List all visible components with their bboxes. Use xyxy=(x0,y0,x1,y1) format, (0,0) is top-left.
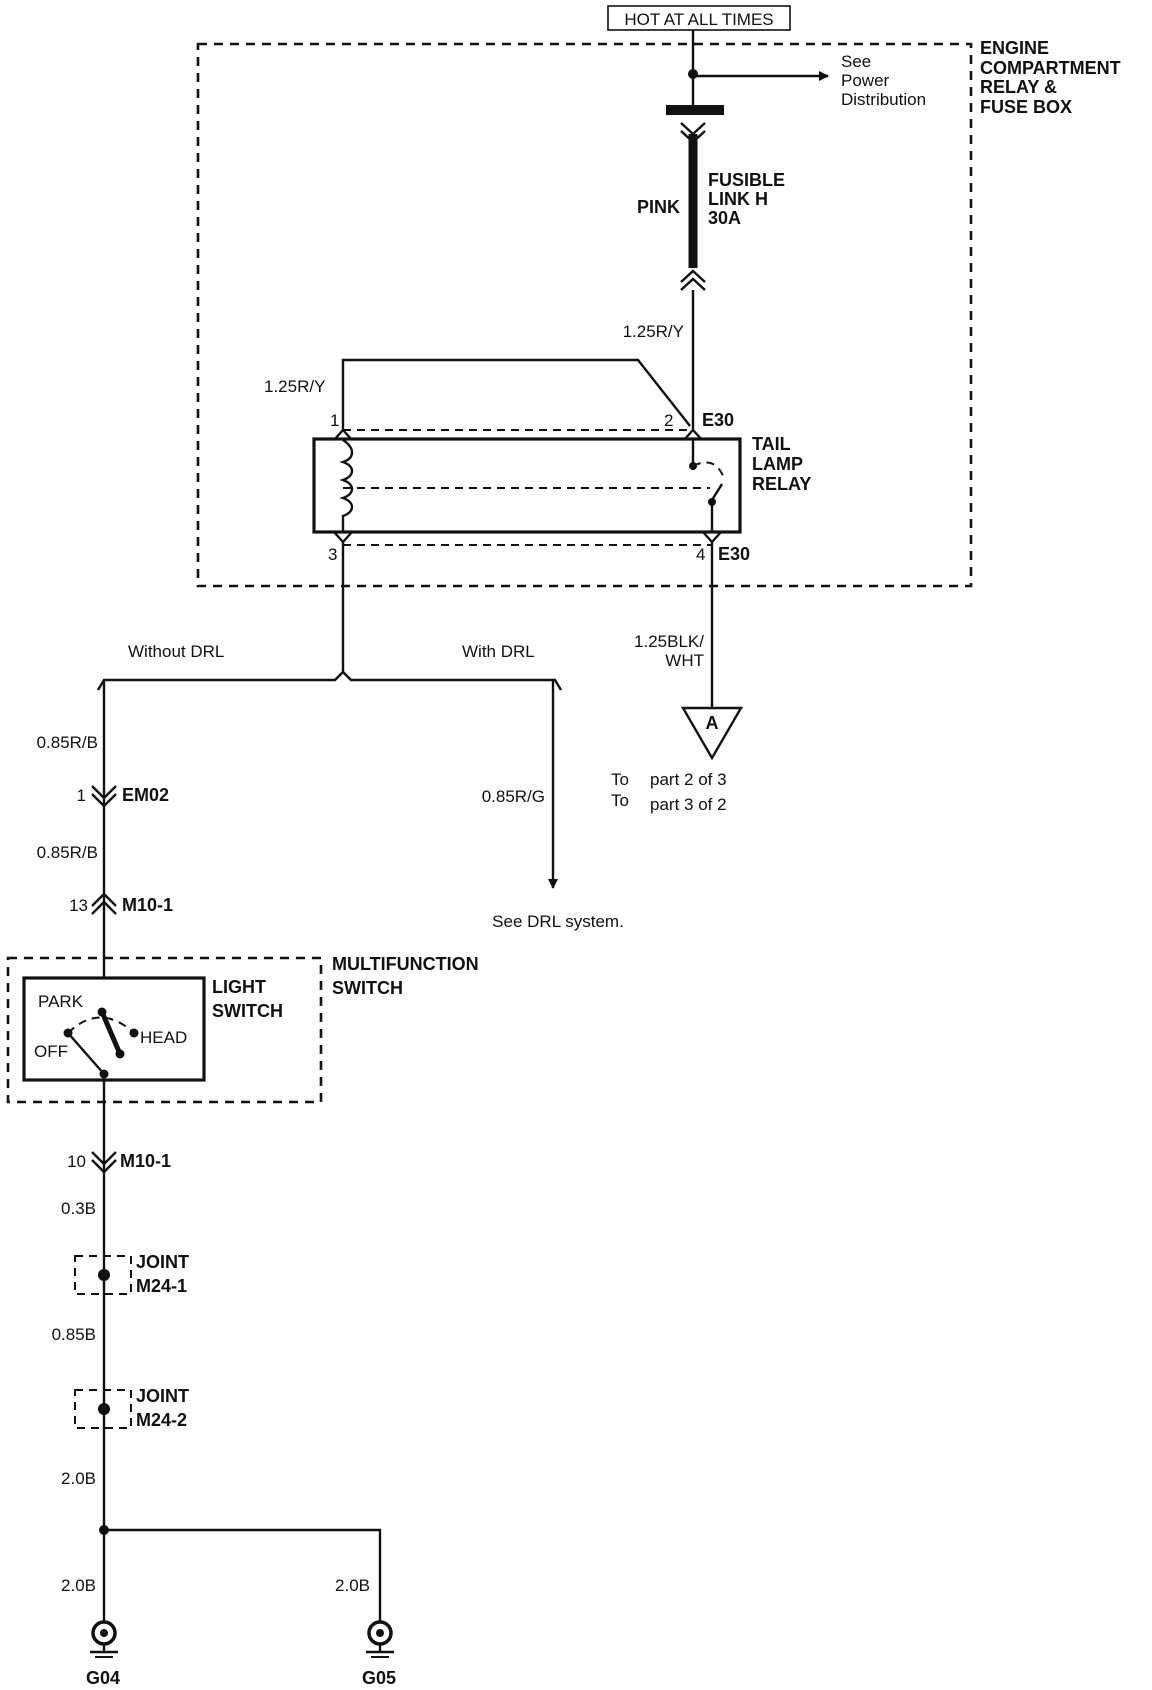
offpage-part-1: part 2 of 3 xyxy=(650,770,727,789)
fuse-bottom-connector xyxy=(680,269,706,291)
em02-label: EM02 xyxy=(122,785,169,805)
joint-m24-2-dot xyxy=(98,1403,110,1415)
power-junction-dot xyxy=(688,69,698,79)
wire-label-125blk-1: 1.25BLK/ xyxy=(634,632,704,651)
joint-m24-1-label-2: M24-1 xyxy=(136,1276,187,1296)
relay-pin-1: 1 xyxy=(330,411,339,430)
relay-conn-bot: E30 xyxy=(718,544,750,564)
ls-label-1: LIGHT xyxy=(212,977,266,997)
joint-m24-1-label-1: JOINT xyxy=(136,1252,189,1272)
wire-label-085rb-b: 0.85R/B xyxy=(37,843,98,862)
wire-label-03b: 0.3B xyxy=(61,1199,96,1218)
switch-blade xyxy=(99,1011,123,1055)
relay-label-3: RELAY xyxy=(752,474,811,494)
relay-pin1-connector xyxy=(333,428,353,441)
joint-m24-1-dot xyxy=(98,1269,110,1281)
multifunction-switch-boundary xyxy=(6,956,323,1104)
tail-lamp-relay xyxy=(312,437,742,534)
wire-label-085rg: 0.85R/G xyxy=(482,787,545,806)
wire-label-085rb-a: 0.85R/B xyxy=(37,733,98,752)
mf-label-1: MULTIFUNCTION xyxy=(332,954,479,974)
ground-g04-symbol xyxy=(90,1620,118,1658)
em02-pin: 1 xyxy=(77,786,86,805)
fuse-label-3: 30A xyxy=(708,208,741,228)
relay-pin2-connector xyxy=(683,428,703,441)
wire-label-085b: 0.85B xyxy=(52,1325,96,1344)
relay-contact-arm xyxy=(710,483,724,501)
offpage-letter: A xyxy=(706,713,719,733)
offpage-to-2: To xyxy=(611,791,629,810)
power-see: See xyxy=(841,52,871,71)
ls-label-2: SWITCH xyxy=(212,1001,283,1021)
em02-connector xyxy=(91,785,117,808)
ground-g05-symbol xyxy=(366,1620,394,1658)
fuse-color: PINK xyxy=(637,197,680,217)
wire-label-125ry-b: 1.25R/Y xyxy=(264,377,325,396)
joint-m24-1-box xyxy=(74,1255,132,1295)
relay-coil xyxy=(339,439,354,532)
fuse-box-label-3: RELAY & xyxy=(980,77,1057,97)
relay-label-1: TAIL xyxy=(752,434,791,454)
m101-connector-a xyxy=(91,892,117,915)
hot-label: HOT AT ALL TIMES xyxy=(624,10,773,29)
fuse-label-2: LINK H xyxy=(708,189,768,209)
power-power: Power xyxy=(841,71,890,90)
switch-head: HEAD xyxy=(140,1028,187,1047)
fuse-box-boundary xyxy=(196,42,973,588)
see-drl: See DRL system. xyxy=(492,912,624,931)
branch-without: Without DRL xyxy=(128,642,224,661)
joint-m24-2-box xyxy=(74,1389,132,1429)
fuse-box-label-4: FUSE BOX xyxy=(980,97,1072,117)
relay-label-2: LAMP xyxy=(752,454,803,474)
wire-loop-to-pin1 xyxy=(341,358,691,430)
offpage-part-2: part 3 of 2 xyxy=(650,795,727,814)
fuse-label-1: FUSIBLE xyxy=(708,170,785,190)
switch-off: OFF xyxy=(34,1042,68,1061)
m101-pin-a: 13 xyxy=(69,896,88,915)
m101-connector-b xyxy=(91,1151,117,1174)
branch-with: With DRL xyxy=(462,642,535,661)
relay-contact-arc xyxy=(692,461,725,479)
wire-label-125blk-2: WHT xyxy=(665,651,704,670)
relay-pin-2: 2 xyxy=(664,411,673,430)
m101-pin-b: 10 xyxy=(67,1152,86,1171)
offpage-connector-a xyxy=(680,706,744,761)
wire-to-g05 xyxy=(104,1528,382,1622)
relay-conn-top: E30 xyxy=(702,410,734,430)
fuse-box-label-2: COMPARTMENT xyxy=(980,58,1121,78)
offpage-to-1: To xyxy=(611,770,629,789)
ground-g04-label: G04 xyxy=(86,1668,120,1688)
relay-pin-3: 3 xyxy=(328,545,337,564)
light-switch-box xyxy=(22,976,206,1082)
switch-off-arm xyxy=(67,1032,105,1075)
joint-m24-2-label-1: JOINT xyxy=(136,1386,189,1406)
mf-label-2: SWITCH xyxy=(332,978,403,998)
joint-m24-2-label-2: M24-2 xyxy=(136,1410,187,1430)
wire-label-20b-c: 2.0B xyxy=(335,1576,370,1595)
wire-label-125ry-a: 1.25R/Y xyxy=(623,322,684,341)
hot-label-box xyxy=(607,5,791,31)
m101-label-a: M10-1 xyxy=(122,895,173,915)
fuse-box-label-1: ENGINE xyxy=(980,38,1049,58)
switch-park: PARK xyxy=(38,992,84,1011)
power-distribution: Distribution xyxy=(841,90,926,109)
branch-bus xyxy=(96,670,563,691)
wire-label-20b-a: 2.0B xyxy=(61,1469,96,1488)
relay-pin-4: 4 xyxy=(696,545,705,564)
ground-g05-label: G05 xyxy=(362,1668,396,1688)
m101-label-b: M10-1 xyxy=(120,1151,171,1171)
wire-label-20b-b: 2.0B xyxy=(61,1576,96,1595)
